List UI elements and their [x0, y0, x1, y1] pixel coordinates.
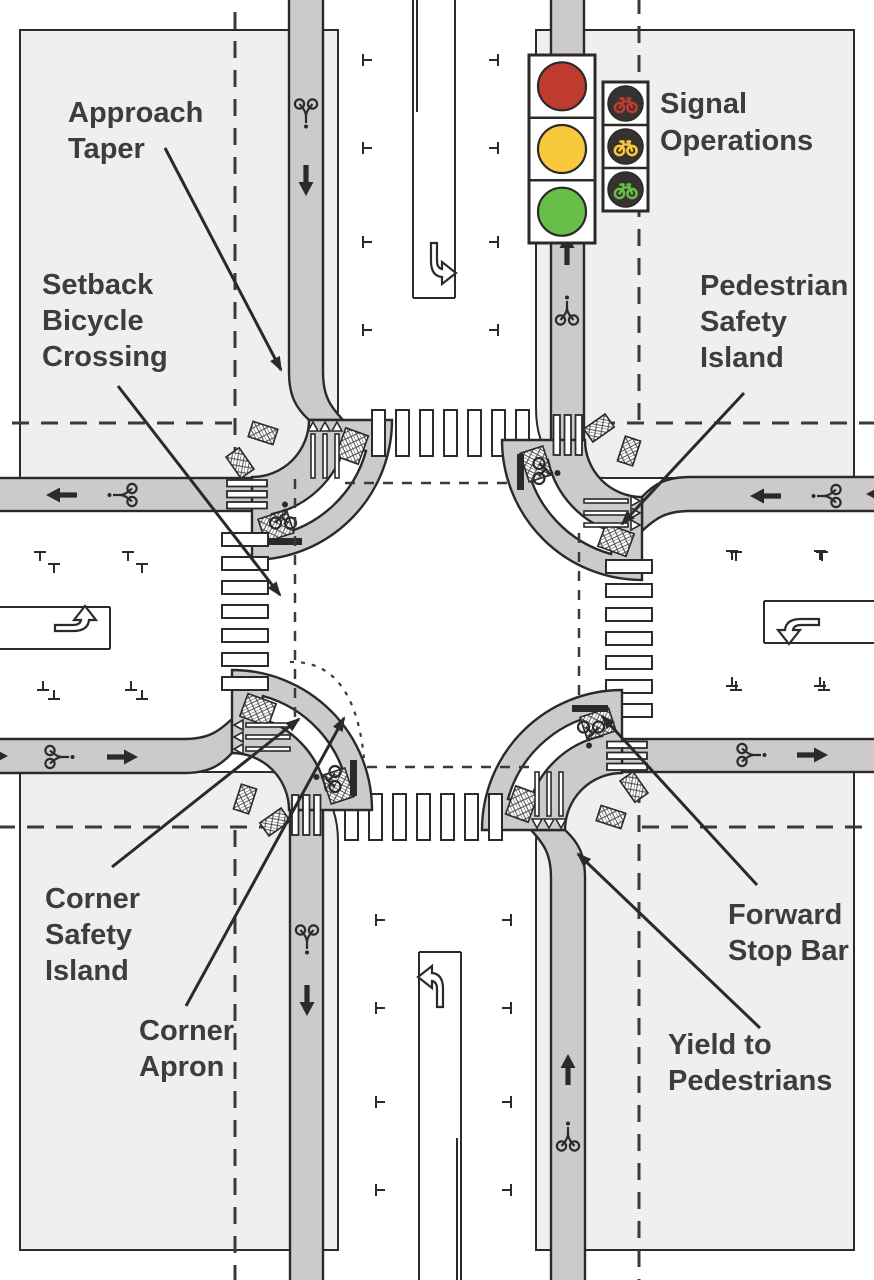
- label-corner-apron: Corner Apron: [139, 1015, 242, 1083]
- corner-apron-curve: [289, 660, 366, 759]
- callout-labels: Approach Taper Setback Bicycle Crossing …: [42, 88, 856, 1097]
- leader-corner-safety-island: [111, 717, 301, 869]
- bicycle-signal-icon: [601, 80, 650, 213]
- label-setback-bicycle-crossing: Setback Bicycle Crossing: [42, 269, 168, 373]
- cross-street-tick-marks: [34, 551, 830, 691]
- leader-forward-stop-bar: [600, 714, 759, 887]
- label-yield-to-pedestrians: Yield to Pedestrians: [668, 1029, 832, 1097]
- signal-assembly: [527, 53, 650, 245]
- label-signal-operations: Signal Operations: [660, 88, 813, 157]
- leader-setback-bicycle-crossing: [116, 385, 282, 597]
- leader-arrows: [111, 147, 762, 1030]
- leader-approach-taper: [163, 147, 283, 372]
- label-corner-safety-island: Corner Safety Island: [45, 883, 148, 987]
- label-approach-taper: Approach Taper: [68, 97, 211, 165]
- leader-pedestrian-safety-island: [620, 391, 746, 526]
- label-forward-stop-bar: Forward Stop Bar: [728, 899, 850, 967]
- label-pedestrian-safety-island: Pedestrian Safety Island: [700, 270, 856, 374]
- leader-corner-apron: [184, 716, 346, 1007]
- leader-yield-to-pedestrians: [576, 852, 762, 1030]
- traffic-signal-icon: [527, 53, 597, 245]
- extra-lane-symbols: [44, 483, 842, 770]
